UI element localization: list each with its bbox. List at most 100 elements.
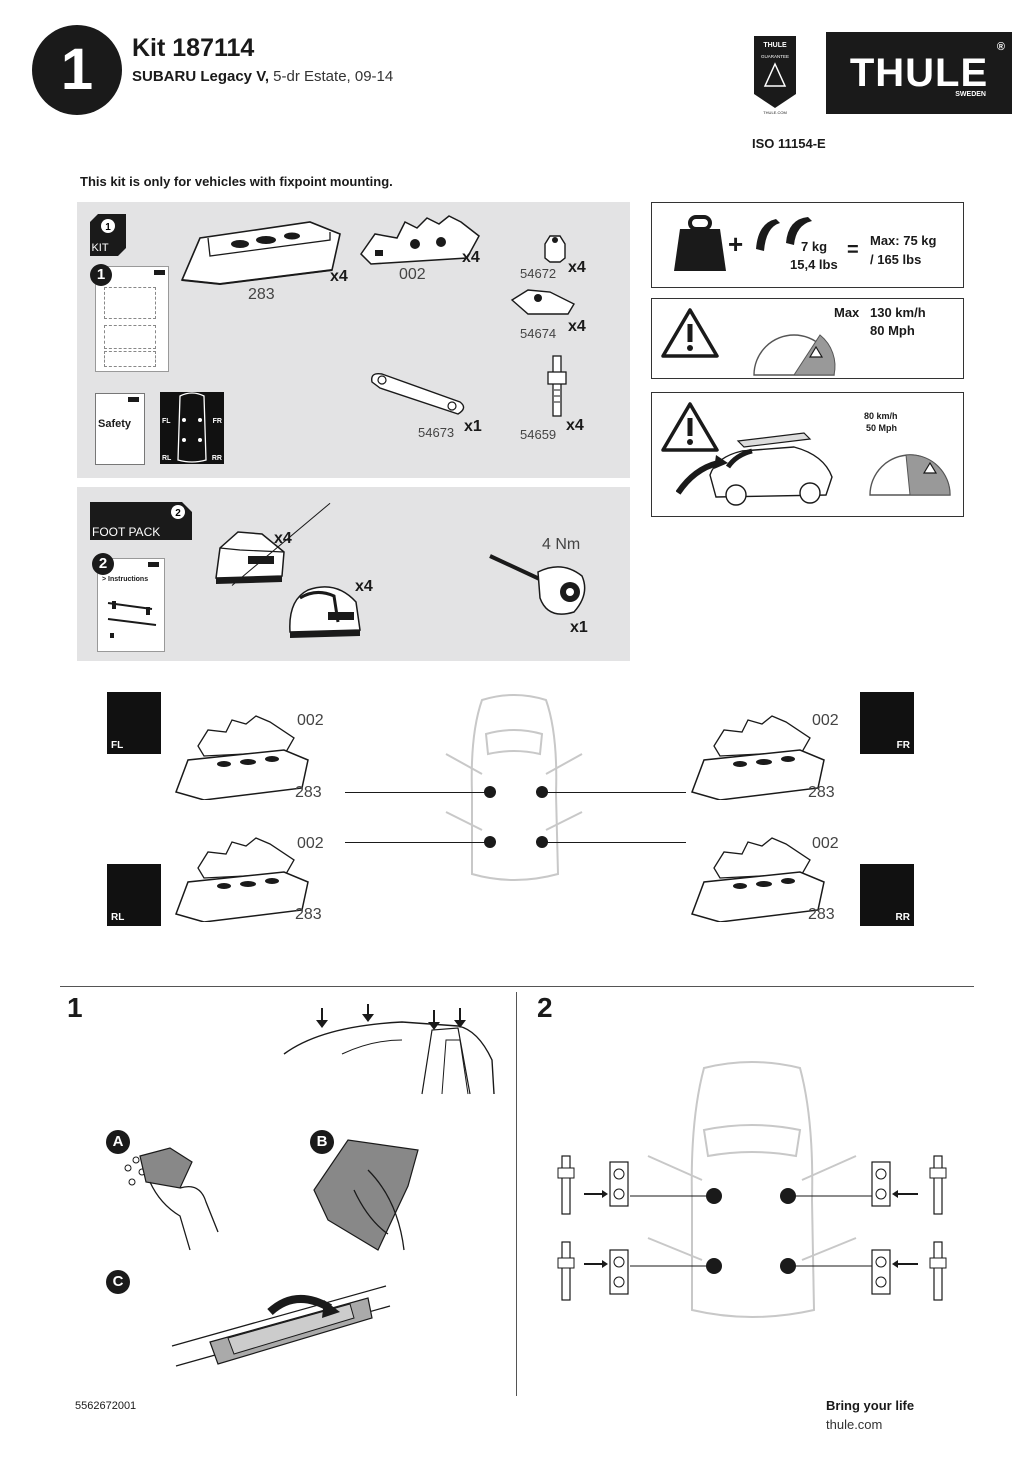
pos-rl-label: RL <box>162 455 172 462</box>
plus-sign: + <box>728 229 744 259</box>
nut-54672-illustration <box>544 235 566 263</box>
load-speed-mph: 50 Mph <box>866 423 898 433</box>
leader-line-rl <box>345 842 485 843</box>
part-283-code: 283 <box>248 286 275 303</box>
speedometer-icon <box>869 454 951 496</box>
booklet-1-number: 1 <box>90 264 112 286</box>
iso-standard: ISO 11154-E <box>752 136 826 151</box>
bolt-54659-illustration <box>547 355 567 417</box>
booklet-diagram <box>104 325 156 349</box>
load-speed-kmh: 80 km/h <box>864 411 898 421</box>
corner-rl-label: RL <box>111 912 125 923</box>
safety-logo-mark <box>128 397 139 402</box>
loading-speed-box: 80 km/h 50 Mph <box>651 392 964 517</box>
step-1-number: 1 <box>67 992 83 1023</box>
step-number-badge: 1 <box>32 25 122 115</box>
weight-icon <box>674 215 726 271</box>
position-diagram: FL FR RL RR <box>160 392 224 464</box>
instruction-booklet-2: > Instructions <box>97 558 165 652</box>
torque-value: 4 Nm <box>542 536 581 553</box>
vehicle-detail: 5-dr Estate, 09-14 <box>269 68 394 85</box>
step-c-marker: C <box>106 1270 130 1294</box>
part-54672-qty: x4 <box>568 259 586 276</box>
pos-fr-label: FR <box>212 418 222 425</box>
adapter-002-illustration <box>360 215 480 265</box>
part-54673-qty: x1 <box>464 418 482 435</box>
tagline: Bring your life <box>826 1398 915 1413</box>
foot-pack-badge: 2 FOOT PACK <box>90 502 192 540</box>
pad-283-illustration <box>180 221 341 286</box>
corner-fl-label: FL <box>111 740 124 751</box>
kit-badge: 1 KIT <box>90 214 126 256</box>
speedometer-icon <box>753 334 836 376</box>
guarantee-seal: THULE GUARANTEE THULE.COM <box>754 36 796 115</box>
booklet-2-number: 2 <box>92 553 114 575</box>
guarantee-brand: THULE <box>763 42 787 49</box>
roof-bars-icon <box>107 601 157 638</box>
bar-weight: 7 kg <box>801 239 828 254</box>
rr-bottom-code: 283 <box>808 906 835 923</box>
max-speed-kmh: 130 km/h <box>870 305 926 320</box>
stack-fl-illustration <box>175 715 309 800</box>
stack-rl-illustration <box>175 837 309 922</box>
step-2-number: 2 <box>537 992 553 1023</box>
foot-2-qty: x4 <box>355 578 373 595</box>
booklet-diagram <box>104 351 156 367</box>
part-283-qty: x4 <box>330 268 348 285</box>
max-load: Max: 75 kg <box>870 233 937 248</box>
hand-cleaning-b-illustration <box>313 1139 419 1251</box>
foot-badge-label: FOOT PACK <box>92 525 160 539</box>
torque-tool-icon <box>489 554 586 615</box>
car-with-load-icon <box>676 432 833 506</box>
guarantee-word: GUARANTEE <box>761 54 789 59</box>
booklet-logo-mark <box>148 562 159 567</box>
part-54672-code: 54672 <box>520 266 557 281</box>
foot-2-illustration <box>289 586 361 638</box>
corner-fr-label: FR <box>896 740 910 751</box>
car-top-view-icon <box>177 392 207 463</box>
part-54659-qty: x4 <box>566 417 584 434</box>
bar-weight-lbs: 15,4 lbs <box>790 257 838 272</box>
max-speed-mph: 80 Mph <box>870 323 915 338</box>
kit-title: Kit 187114 <box>132 34 255 62</box>
rr-top-code: 002 <box>812 835 839 852</box>
corner-thumb-fr: FR <box>860 692 914 754</box>
equals-sign: = <box>847 239 859 261</box>
step-b-marker: B <box>310 1130 334 1154</box>
tool-qty: x1 <box>570 619 588 636</box>
vehicle-make: SUBARU Legacy V, <box>132 68 269 85</box>
leader-line-fl <box>345 792 485 793</box>
booklet-diagram <box>104 287 156 319</box>
kit-badge-num: 1 <box>105 222 111 233</box>
part-002-qty: x4 <box>462 249 480 266</box>
website-url: thule.com <box>826 1417 883 1432</box>
foot-1-qty: x4 <box>274 530 292 547</box>
fixpoint-cover-illustration <box>171 1285 391 1367</box>
safety-label: Safety <box>98 418 132 430</box>
booklet-logo-mark <box>154 270 165 275</box>
booklet-2-text: > Instructions <box>102 576 149 583</box>
column-divider <box>516 992 517 1396</box>
fl-bottom-code: 283 <box>295 784 322 801</box>
roof-cleaning-area-illustration <box>283 1004 495 1095</box>
roof-bars-icon <box>756 217 812 251</box>
logo-text: THULE <box>849 51 989 95</box>
logo-registered: ® <box>996 41 1006 53</box>
guarantee-url: THULE.COM <box>763 110 787 115</box>
max-speed-box: Max 130 km/h 80 Mph <box>651 298 964 379</box>
thule-logo: THULE ® SWEDEN <box>826 32 1012 114</box>
max-label: Max <box>834 305 860 320</box>
warning-triangle-icon <box>661 308 719 358</box>
part-54659-code: 54659 <box>520 427 557 442</box>
corner-thumb-rr: RR <box>860 864 914 926</box>
max-load-lbs: / 165 lbs <box>870 252 922 267</box>
section-divider <box>60 986 974 987</box>
warning-triangle-icon <box>661 402 719 452</box>
logo-sub: SWEDEN <box>955 91 986 98</box>
foot-badge-num: 2 <box>175 508 181 519</box>
fixpoint-note: This kit is only for vehicles with fixpo… <box>80 174 393 189</box>
stack-rr-illustration <box>691 837 825 922</box>
corner-thumb-rl: RL <box>107 864 161 926</box>
clamp-54674-illustration <box>510 289 575 315</box>
part-54674-qty: x4 <box>568 318 586 335</box>
